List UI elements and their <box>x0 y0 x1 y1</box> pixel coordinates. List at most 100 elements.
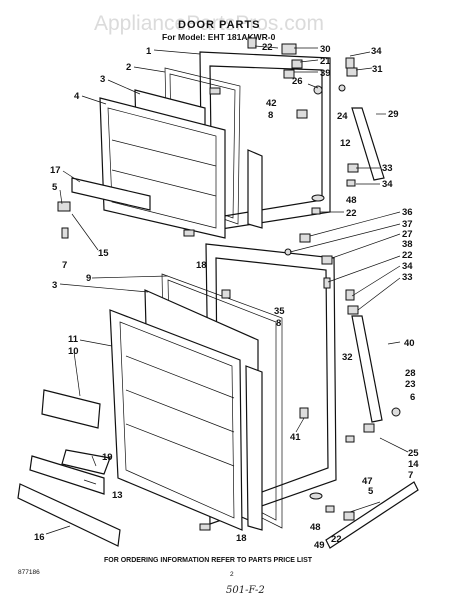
callout-5-lower: 5 <box>368 486 374 497</box>
callout-15: 15 <box>98 248 109 259</box>
callout-3: 3 <box>100 74 105 85</box>
callout-22-upper: 22 <box>346 208 357 219</box>
callout-10: 10 <box>68 346 79 357</box>
part-27 <box>321 255 333 265</box>
egg-bin <box>61 449 111 475</box>
callout-16: 16 <box>34 532 45 543</box>
callout-17: 17 <box>50 165 61 176</box>
fresh-food-door-assembly <box>17 233 419 549</box>
callout-19: 19 <box>102 452 113 463</box>
callout-22-top: 22 <box>262 42 273 53</box>
callout-3-lower: 3 <box>52 280 57 291</box>
cap-8-upper <box>296 109 308 119</box>
hinge-plate-30 <box>281 43 297 55</box>
callout-33-upper: 33 <box>382 163 393 174</box>
callout-29: 29 <box>388 109 399 120</box>
clip-41 <box>299 407 309 419</box>
model-line: For Model: EHT 181AKWR-0 <box>162 32 276 42</box>
screw-18-lower <box>199 523 211 531</box>
callout-48-lower: 48 <box>310 522 321 533</box>
watermark-text: AppliancePartsPros.com <box>94 12 324 35</box>
fresh-food-shelf-line-1 <box>125 355 235 399</box>
callout-31: 31 <box>372 64 383 75</box>
bushing-24 <box>338 84 346 92</box>
hinge-21 <box>291 59 303 69</box>
freezer-shelf-line-1 <box>111 139 217 167</box>
spacer-48-upper <box>311 194 325 202</box>
callout-14: 14 <box>408 459 419 470</box>
freezer-breaker-strip <box>247 149 263 229</box>
screw-22-top <box>247 37 257 49</box>
callout-9: 9 <box>86 273 91 284</box>
callout-48-upper: 48 <box>346 195 357 206</box>
callout-8-upper: 8 <box>268 110 273 121</box>
hinge-5-lower <box>343 511 355 521</box>
screw-18-upper <box>183 229 195 237</box>
callout-30: 30 <box>320 44 331 55</box>
callout-34-top: 34 <box>371 46 382 57</box>
freezer-door-assembly <box>57 37 385 239</box>
hinge-31 <box>346 67 358 77</box>
callout-49: 49 <box>314 540 325 551</box>
fresh-food-inner-liner <box>109 309 243 531</box>
callout-38: 38 <box>402 239 413 250</box>
door-shelf-13 <box>29 455 105 495</box>
ordering-note: FOR ORDERING INFORMATION REFER TO PARTS … <box>104 557 313 564</box>
screw-34-lower <box>345 289 355 301</box>
diagram-code: 877186 <box>18 569 40 576</box>
screw-22-lower <box>323 277 331 289</box>
callout-6: 6 <box>410 392 415 403</box>
dairy-door <box>41 389 101 429</box>
freezer-shelf-bar <box>71 177 151 211</box>
door-shelf-bar-16 <box>17 483 121 547</box>
callout-22-bottom: 22 <box>331 534 342 545</box>
bushing-6 <box>391 407 401 417</box>
callout-33-right: 33 <box>402 272 413 283</box>
callout-34-right: 34 <box>402 261 413 272</box>
fresh-food-liner-recess <box>119 321 235 519</box>
page-number: 2 <box>230 571 234 578</box>
fresh-food-shelf-line-2 <box>125 389 235 433</box>
callout-28: 28 <box>405 368 416 379</box>
fresh-food-breaker-strip <box>245 365 263 531</box>
hinge-5-upper <box>57 201 71 212</box>
handwritten-code: 501-F-2 <box>226 585 265 596</box>
callout-1: 1 <box>146 46 152 57</box>
freezer-shelf-line-2 <box>111 169 217 197</box>
spacer-48-lower <box>309 492 323 500</box>
leader-lines <box>45 45 409 535</box>
screw-25 <box>345 435 355 443</box>
cap-26 <box>313 85 323 95</box>
callout-24: 24 <box>337 111 348 122</box>
callout-26: 26 <box>292 76 303 87</box>
diagram-title: DOOR PARTS <box>178 19 261 31</box>
hinge-33-lower <box>347 305 359 315</box>
callout-22-right: 22 <box>402 250 413 261</box>
screw-7-upper <box>61 227 69 239</box>
callout-39: 39 <box>320 68 331 79</box>
callout-21: 21 <box>320 56 331 67</box>
screw-22-bottom <box>325 505 335 513</box>
screw-34-top <box>345 57 355 69</box>
callout-8-lower: 8 <box>276 318 281 329</box>
callout-labels: 1 2 3 4 5 7 15 17 22 30 21 34 31 39 26 4… <box>34 42 419 551</box>
callout-47: 47 <box>362 476 373 487</box>
callout-12: 12 <box>340 138 351 149</box>
callout-41: 41 <box>290 432 301 443</box>
callout-40: 40 <box>404 338 415 349</box>
freezer-outer-door-inner-face <box>209 65 323 219</box>
callout-36: 36 <box>402 207 413 218</box>
callout-35: 35 <box>274 306 285 317</box>
fresh-food-shelf-line-3 <box>125 423 235 467</box>
hinge-39 <box>283 69 295 79</box>
callout-13: 13 <box>112 490 123 501</box>
callout-18-upper: 18 <box>196 260 207 271</box>
bottom-trim-14 <box>325 481 419 549</box>
freezer-liner-recess <box>107 107 217 229</box>
callout-2: 2 <box>126 62 131 73</box>
cap-8-lower <box>221 289 231 299</box>
screw-34-mid <box>346 179 356 187</box>
callout-32: 32 <box>342 352 353 363</box>
handle-clip-42 <box>209 87 221 95</box>
